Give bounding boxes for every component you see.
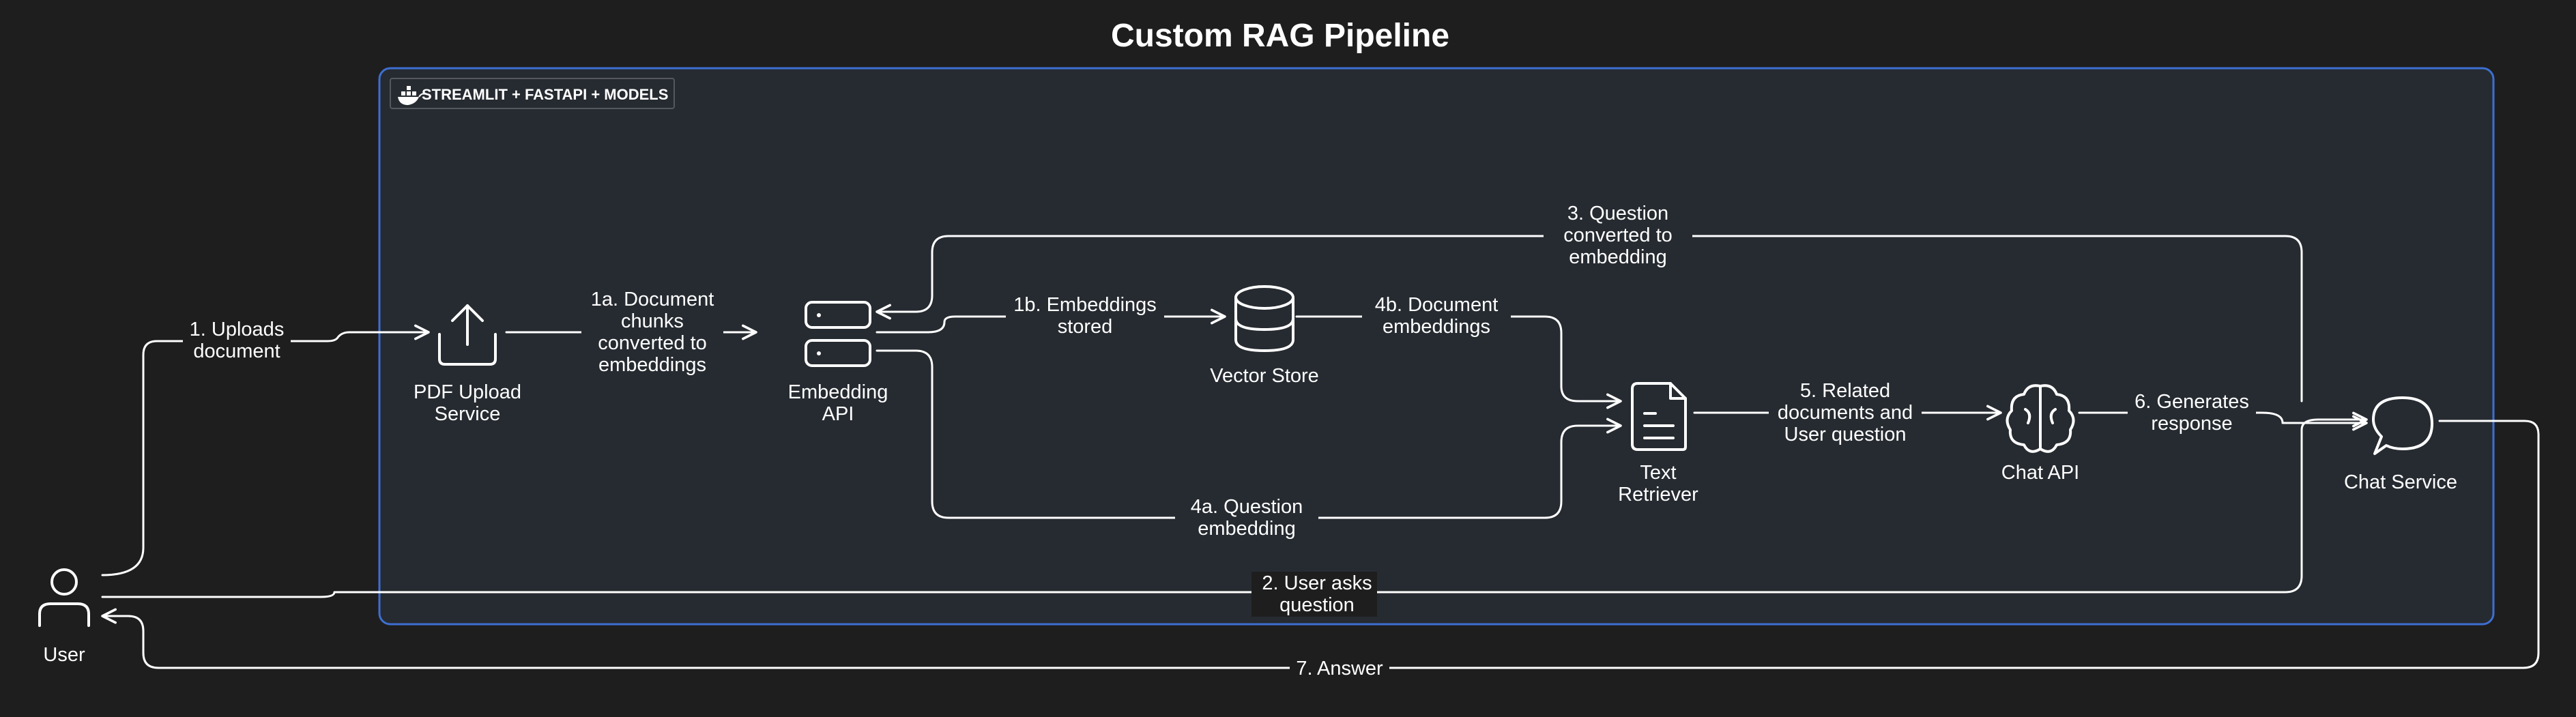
vector-store-label: Vector Store xyxy=(1210,365,1319,387)
chat-api-label: Chat API xyxy=(2001,462,2079,484)
chat-service-label: Chat Service xyxy=(2344,471,2457,493)
edge-3-question-embedding xyxy=(875,235,2303,403)
node-chat-service[interactable]: Chat Service xyxy=(2344,396,2457,493)
database-icon xyxy=(1234,285,1294,352)
user-label: User xyxy=(43,644,85,666)
diagram-title: Custom RAG Pipeline xyxy=(1111,18,1449,54)
edge-4b-doc-embeddings xyxy=(1295,315,1622,409)
user-icon xyxy=(38,568,90,627)
container-label: STREAMLIT + FASTAPI + MODELS xyxy=(422,86,668,103)
brain-icon xyxy=(2006,384,2075,453)
container-frame xyxy=(378,67,2495,626)
edge-1b-stored xyxy=(875,308,1226,334)
edge-1-uploads xyxy=(101,324,430,576)
node-vector-store[interactable]: Vector Store xyxy=(1210,285,1319,387)
docker-whale-icon xyxy=(398,86,425,105)
node-chat-api[interactable]: Chat API xyxy=(2001,384,2079,484)
edge-6-generates-response xyxy=(2078,411,2368,431)
container-badge: STREAMLIT + FASTAPI + MODELS xyxy=(390,78,675,109)
node-user[interactable]: User xyxy=(38,568,90,666)
svg-text:7. Answer: 7. Answer xyxy=(1296,658,1383,679)
edge-2-user-asks xyxy=(101,411,2368,598)
edge-label-7: 7. Answer xyxy=(1290,656,1389,679)
server-icon xyxy=(805,301,871,367)
chat-bubble-icon xyxy=(2372,396,2433,455)
upload-icon xyxy=(438,304,497,366)
document-icon xyxy=(1631,382,1687,451)
